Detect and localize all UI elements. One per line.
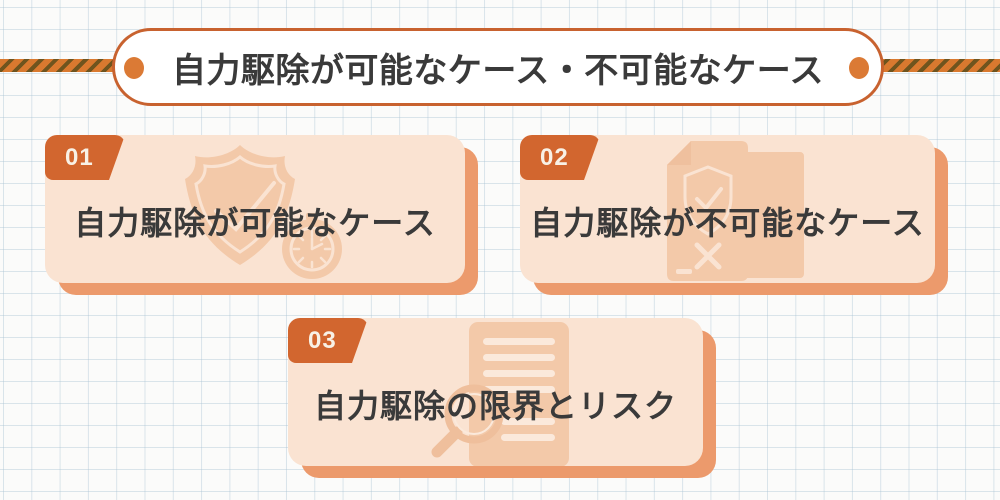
card-title: 自力駆除が不可能なケース xyxy=(530,205,925,241)
card-number-badge: 03 xyxy=(288,318,368,363)
document-shield-cross-icon xyxy=(666,141,806,281)
card-self-removal-impossible: 自力駆除が不可能なケース 02 xyxy=(520,135,948,295)
page-title: 自力駆除が可能なケース・不可能なケース xyxy=(171,51,825,90)
card-title: 自力駆除の限界とリスク xyxy=(313,388,677,424)
card-self-removal-possible: 自力駆除が可能なケース 01 xyxy=(45,135,478,295)
shield-check-timer-icon xyxy=(185,145,342,279)
banner-dot-right-icon xyxy=(849,57,869,79)
card-body: 自力駆除が可能なケース xyxy=(45,135,465,283)
card-limits-and-risks: 自力駆除の限界とリスク 03 xyxy=(288,318,716,478)
card-number-badge: 01 xyxy=(45,135,125,180)
title-banner: 自力駆除が可能なケース・不可能なケース xyxy=(112,28,884,106)
card-title: 自力駆除が可能なケース xyxy=(74,205,436,241)
document-magnifier-icon xyxy=(431,322,569,466)
banner-dot-left-icon xyxy=(124,57,144,79)
